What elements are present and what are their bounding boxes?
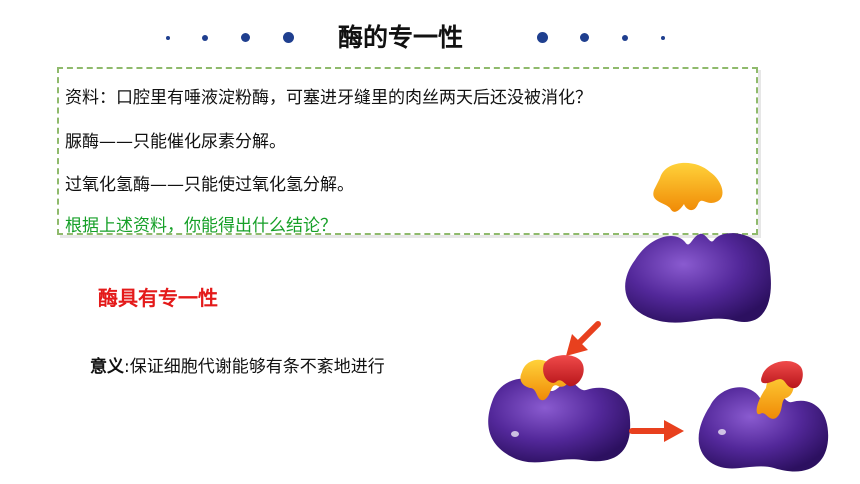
- conclusion-text: 酶具有专一性: [98, 286, 218, 310]
- page-title: 酶的专一性: [338, 23, 464, 52]
- material-line-catalase: 过氧化氢酶——只能使过氧化氢分解。: [65, 175, 354, 195]
- meaning-text: 意义:保证细胞代谢能够有条不紊地进行: [90, 352, 385, 377]
- decor-dot: [202, 35, 208, 41]
- material-question: 根据上述资料，你能得出什么结论？: [65, 216, 337, 236]
- arrow-icon: [566, 321, 601, 356]
- decor-dot: [166, 36, 170, 40]
- meaning-body: :保证细胞代谢能够有条不紊地进行: [124, 357, 385, 377]
- enzyme-top: [625, 233, 771, 323]
- material-line-urease: 脲酶——只能催化尿素分解。: [65, 132, 286, 152]
- decor-dot: [537, 32, 548, 43]
- arrow-right-icon: [629, 420, 684, 442]
- enzyme-products: [698, 361, 829, 472]
- material-line-saliva: 资料：口腔里有唾液淀粉酶，可塞进牙缝里的肉丝两天后还没被消化？: [65, 88, 592, 108]
- material-box: 资料：口腔里有唾液淀粉酶，可塞进牙缝里的肉丝两天后还没被消化？ 脲酶——只能催化…: [57, 67, 758, 236]
- meaning-label: 意义: [90, 357, 124, 377]
- decor-dot: [241, 33, 250, 42]
- decor-dot: [580, 33, 589, 42]
- decor-dot: [283, 32, 294, 43]
- title-row: 酶的专一性: [0, 0, 860, 70]
- decor-dot: [622, 35, 628, 41]
- decor-dot: [661, 36, 665, 40]
- enzyme-substrate-complex: [488, 355, 631, 463]
- substrate-free: [653, 162, 723, 212]
- enzyme-substrate-diagram: [488, 162, 829, 472]
